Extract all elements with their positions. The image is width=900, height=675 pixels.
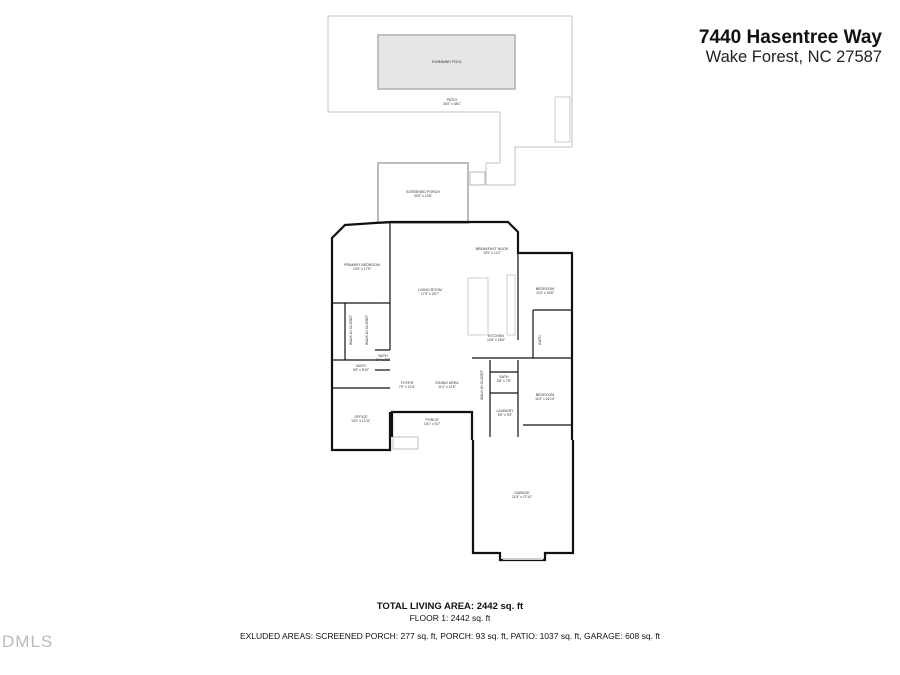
property-street: 7440 Hasentree Way bbox=[698, 27, 882, 48]
exterior-walls bbox=[330, 220, 575, 562]
room-dims: 11'6" x 16'8" bbox=[536, 291, 555, 295]
kitchen-island bbox=[467, 277, 489, 336]
closet-label: WALK-IN CLOSET bbox=[480, 369, 484, 400]
room-name: PATIO bbox=[447, 98, 457, 102]
floor-area: FLOOR 1: 2442 sq. ft bbox=[409, 613, 491, 623]
room-dims: 13'0" x 12'11" bbox=[351, 419, 371, 423]
room-dims: 21'8" x 27'10" bbox=[512, 495, 533, 499]
room-dims: 14'6" x 18'6" bbox=[487, 338, 506, 342]
room-name: SWIMMING POOL bbox=[432, 60, 462, 64]
room-name: BATH bbox=[356, 364, 366, 368]
closet-label: BATH bbox=[538, 335, 542, 345]
room-name: GARAGE bbox=[514, 491, 530, 495]
mls-watermark: DMLS bbox=[2, 632, 54, 651]
room-dims: 11'6" x 16'10" bbox=[535, 397, 555, 401]
room-name: FOYER bbox=[401, 381, 414, 385]
patio-bench bbox=[554, 96, 571, 143]
patio-outline bbox=[327, 15, 573, 186]
patio-steps bbox=[469, 171, 486, 186]
porch-steps bbox=[392, 436, 419, 450]
room-name: BEDROOM bbox=[536, 287, 555, 291]
room-name: OFFICE bbox=[354, 415, 368, 419]
room-name: DINING AREA bbox=[435, 381, 459, 385]
room-name: BATH bbox=[378, 354, 388, 358]
room-name: LIVING ROOM bbox=[418, 288, 442, 292]
room-name: BATH bbox=[499, 375, 509, 379]
room-name: BREAKFAST NOOK bbox=[476, 247, 509, 251]
kitchen-counter bbox=[506, 274, 516, 336]
room-dims: 5'8" x 9'5" bbox=[498, 413, 513, 417]
room-dims: 20'5" x 13'6" bbox=[414, 194, 433, 198]
room-name: LAUNDRY bbox=[496, 409, 514, 413]
room-dims: 18'1" x 5'2" bbox=[424, 422, 441, 426]
room-name: KITCHEN bbox=[488, 334, 504, 338]
garage-door bbox=[503, 558, 543, 560]
total-living-area: TOTAL LIVING AREA: 2442 sq. ft bbox=[376, 601, 524, 612]
room-name: BEDROOM bbox=[536, 393, 555, 397]
excluded-areas: EXLUDED AREAS: SCREENED PORCH: 277 sq. f… bbox=[239, 631, 661, 641]
room-name: SCREENED PORCH bbox=[406, 190, 440, 194]
property-city: Wake Forest, NC 27587 bbox=[705, 48, 882, 66]
room-dims: 9'6" x 8'10" bbox=[353, 368, 370, 372]
interior-walls bbox=[332, 222, 572, 437]
room-name: PORCH bbox=[426, 418, 439, 422]
room-dims: 17'5" x 25'7" bbox=[421, 292, 440, 296]
room-labels: SWIMMING POOL PATIO 33'0" x 38'1" SCREEN… bbox=[344, 60, 556, 499]
room-dims: 3'4" x 6'8" bbox=[376, 358, 391, 362]
room-dims: 11'2" x 12'5" bbox=[438, 385, 457, 389]
room-dims: 33'0" x 38'1" bbox=[443, 102, 462, 106]
room-dims: 10'9" x 11'2" bbox=[483, 251, 502, 255]
room-dims: 7'0" x 12'4" bbox=[399, 385, 416, 389]
closet-label: WALK-IN CLOSET bbox=[365, 314, 369, 345]
room-dims: 13'0" x 17'5" bbox=[353, 267, 372, 271]
room-name: PRIMARY BEDROOM bbox=[344, 263, 380, 267]
room-dims: 5'8" x 7'8" bbox=[497, 379, 512, 383]
closet-label: WALK-IN CLOSET bbox=[349, 314, 353, 345]
swimming-pool bbox=[377, 34, 516, 90]
